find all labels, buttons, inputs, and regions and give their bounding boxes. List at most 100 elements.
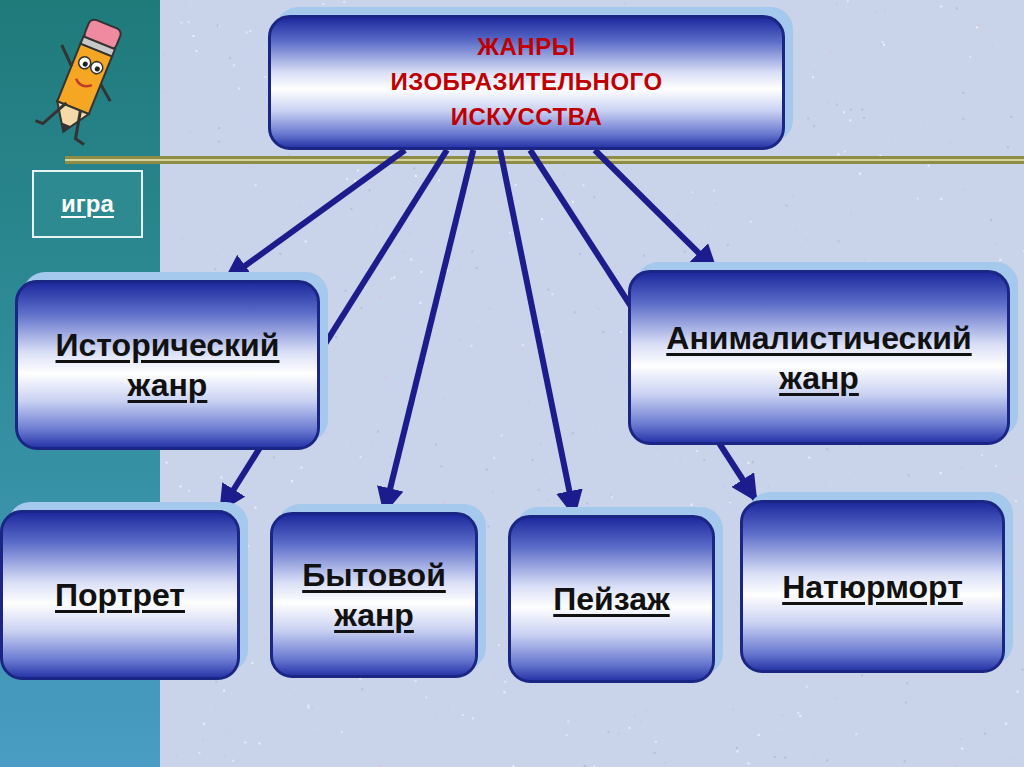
speckle-dot bbox=[1021, 669, 1023, 671]
speckle-dot bbox=[519, 454, 521, 456]
speckle-dot bbox=[472, 717, 474, 719]
speckle-dot bbox=[610, 494, 612, 496]
divider-highlight bbox=[65, 159, 1024, 161]
speckle-dot bbox=[567, 721, 569, 723]
speckle-dot bbox=[593, 766, 595, 767]
speckle-dot bbox=[838, 240, 840, 242]
speckle-dot bbox=[1013, 476, 1015, 478]
speckle-dot bbox=[843, 111, 845, 113]
speckle-dot bbox=[247, 545, 249, 547]
speckle-dot bbox=[614, 265, 616, 267]
speckle-dot bbox=[836, 104, 838, 106]
speckle-dot bbox=[906, 682, 908, 684]
speckle-dot bbox=[928, 165, 930, 167]
speckle-dot bbox=[574, 311, 576, 313]
speckle-dot bbox=[361, 688, 363, 690]
speckle-dot bbox=[713, 190, 715, 192]
speckle-dot bbox=[876, 11, 878, 13]
speckle-dot bbox=[198, 752, 200, 754]
speckle-dot bbox=[214, 268, 216, 270]
speckle-dot bbox=[984, 733, 986, 735]
speckle-dot bbox=[1013, 758, 1015, 760]
speckle-dot bbox=[991, 46, 993, 48]
speckle-dot bbox=[232, 760, 234, 762]
speckle-dot bbox=[175, 755, 177, 757]
speckle-dot bbox=[352, 189, 354, 191]
speckle-dot bbox=[806, 686, 808, 688]
speckle-dot bbox=[807, 117, 809, 119]
speckle-dot bbox=[604, 274, 606, 276]
speckle-dot bbox=[380, 296, 382, 298]
speckle-dot bbox=[476, 267, 478, 269]
speckle-dot bbox=[962, 118, 964, 120]
speckle-dot bbox=[1007, 146, 1009, 148]
speckle-dot bbox=[215, 708, 217, 710]
speckle-dot bbox=[837, 153, 839, 155]
speckle-dot bbox=[264, 76, 266, 78]
speckle-dot bbox=[446, 270, 448, 272]
speckle-dot bbox=[940, 5, 942, 7]
speckle-dot bbox=[657, 447, 659, 449]
speckle-dot bbox=[380, 766, 382, 767]
speckle-dot bbox=[435, 716, 437, 718]
speckle-dot bbox=[189, 131, 191, 133]
speckle-dot bbox=[861, 109, 863, 111]
divider-line bbox=[65, 156, 1024, 164]
speckle-dot bbox=[735, 601, 737, 603]
speckle-dot bbox=[751, 11, 753, 13]
speckle-dot bbox=[563, 173, 565, 175]
speckle-dot bbox=[409, 232, 411, 234]
speckle-dot bbox=[307, 705, 309, 707]
speckle-dot bbox=[224, 491, 226, 493]
speckle-dot bbox=[830, 51, 832, 53]
speckle-dot bbox=[266, 273, 268, 275]
speckle-dot bbox=[758, 734, 760, 736]
speckle-dot bbox=[294, 695, 296, 697]
speckle-dot bbox=[812, 76, 814, 78]
speckle-dot bbox=[195, 50, 197, 52]
speckle-dot bbox=[806, 239, 808, 241]
genre-box: Пейзаж bbox=[508, 515, 715, 683]
speckle-dot bbox=[541, 218, 543, 220]
speckle-dot bbox=[390, 278, 392, 280]
speckle-dot bbox=[1007, 506, 1009, 508]
speckle-dot bbox=[509, 232, 511, 234]
speckle-dot bbox=[223, 690, 225, 692]
speckle-dot bbox=[784, 756, 786, 758]
speckle-dot bbox=[727, 244, 729, 246]
speckle-dot bbox=[393, 276, 395, 278]
speckle-dot bbox=[1017, 691, 1019, 693]
speckle-dot bbox=[595, 428, 597, 430]
speckle-dot bbox=[940, 198, 942, 200]
speckle-dot bbox=[1015, 394, 1017, 396]
speckle-dot bbox=[375, 225, 377, 227]
speckle-dot bbox=[487, 525, 489, 527]
speckle-dot bbox=[323, 3, 325, 5]
speckle-dot bbox=[617, 733, 619, 735]
speckle-dot bbox=[273, 456, 275, 458]
speckle-dot bbox=[750, 221, 752, 223]
speckle-dot bbox=[940, 472, 942, 474]
speckle-dot bbox=[217, 25, 219, 27]
speckle-dot bbox=[598, 308, 600, 310]
speckle-dot bbox=[390, 456, 392, 458]
speckle-dot bbox=[572, 201, 574, 203]
speckle-dot bbox=[847, 0, 849, 2]
speckle-dot bbox=[579, 253, 581, 255]
speckle-dot bbox=[180, 485, 182, 487]
pencil-character bbox=[30, 11, 136, 147]
speckle-dot bbox=[708, 225, 710, 227]
speckle-dot bbox=[228, 730, 230, 732]
speckle-dot bbox=[438, 179, 440, 181]
speckle-dot bbox=[618, 733, 620, 735]
speckle-dot bbox=[203, 723, 205, 725]
speckle-dot bbox=[849, 119, 851, 121]
speckle-dot bbox=[486, 469, 488, 471]
speckle-dot bbox=[443, 503, 445, 505]
speckle-dot bbox=[535, 337, 537, 339]
genre-label: Натюрморт bbox=[782, 567, 963, 607]
speckle-dot bbox=[747, 762, 749, 764]
speckle-dot bbox=[369, 189, 371, 191]
speckle-dot bbox=[956, 7, 958, 9]
speckle-dot bbox=[462, 714, 464, 716]
